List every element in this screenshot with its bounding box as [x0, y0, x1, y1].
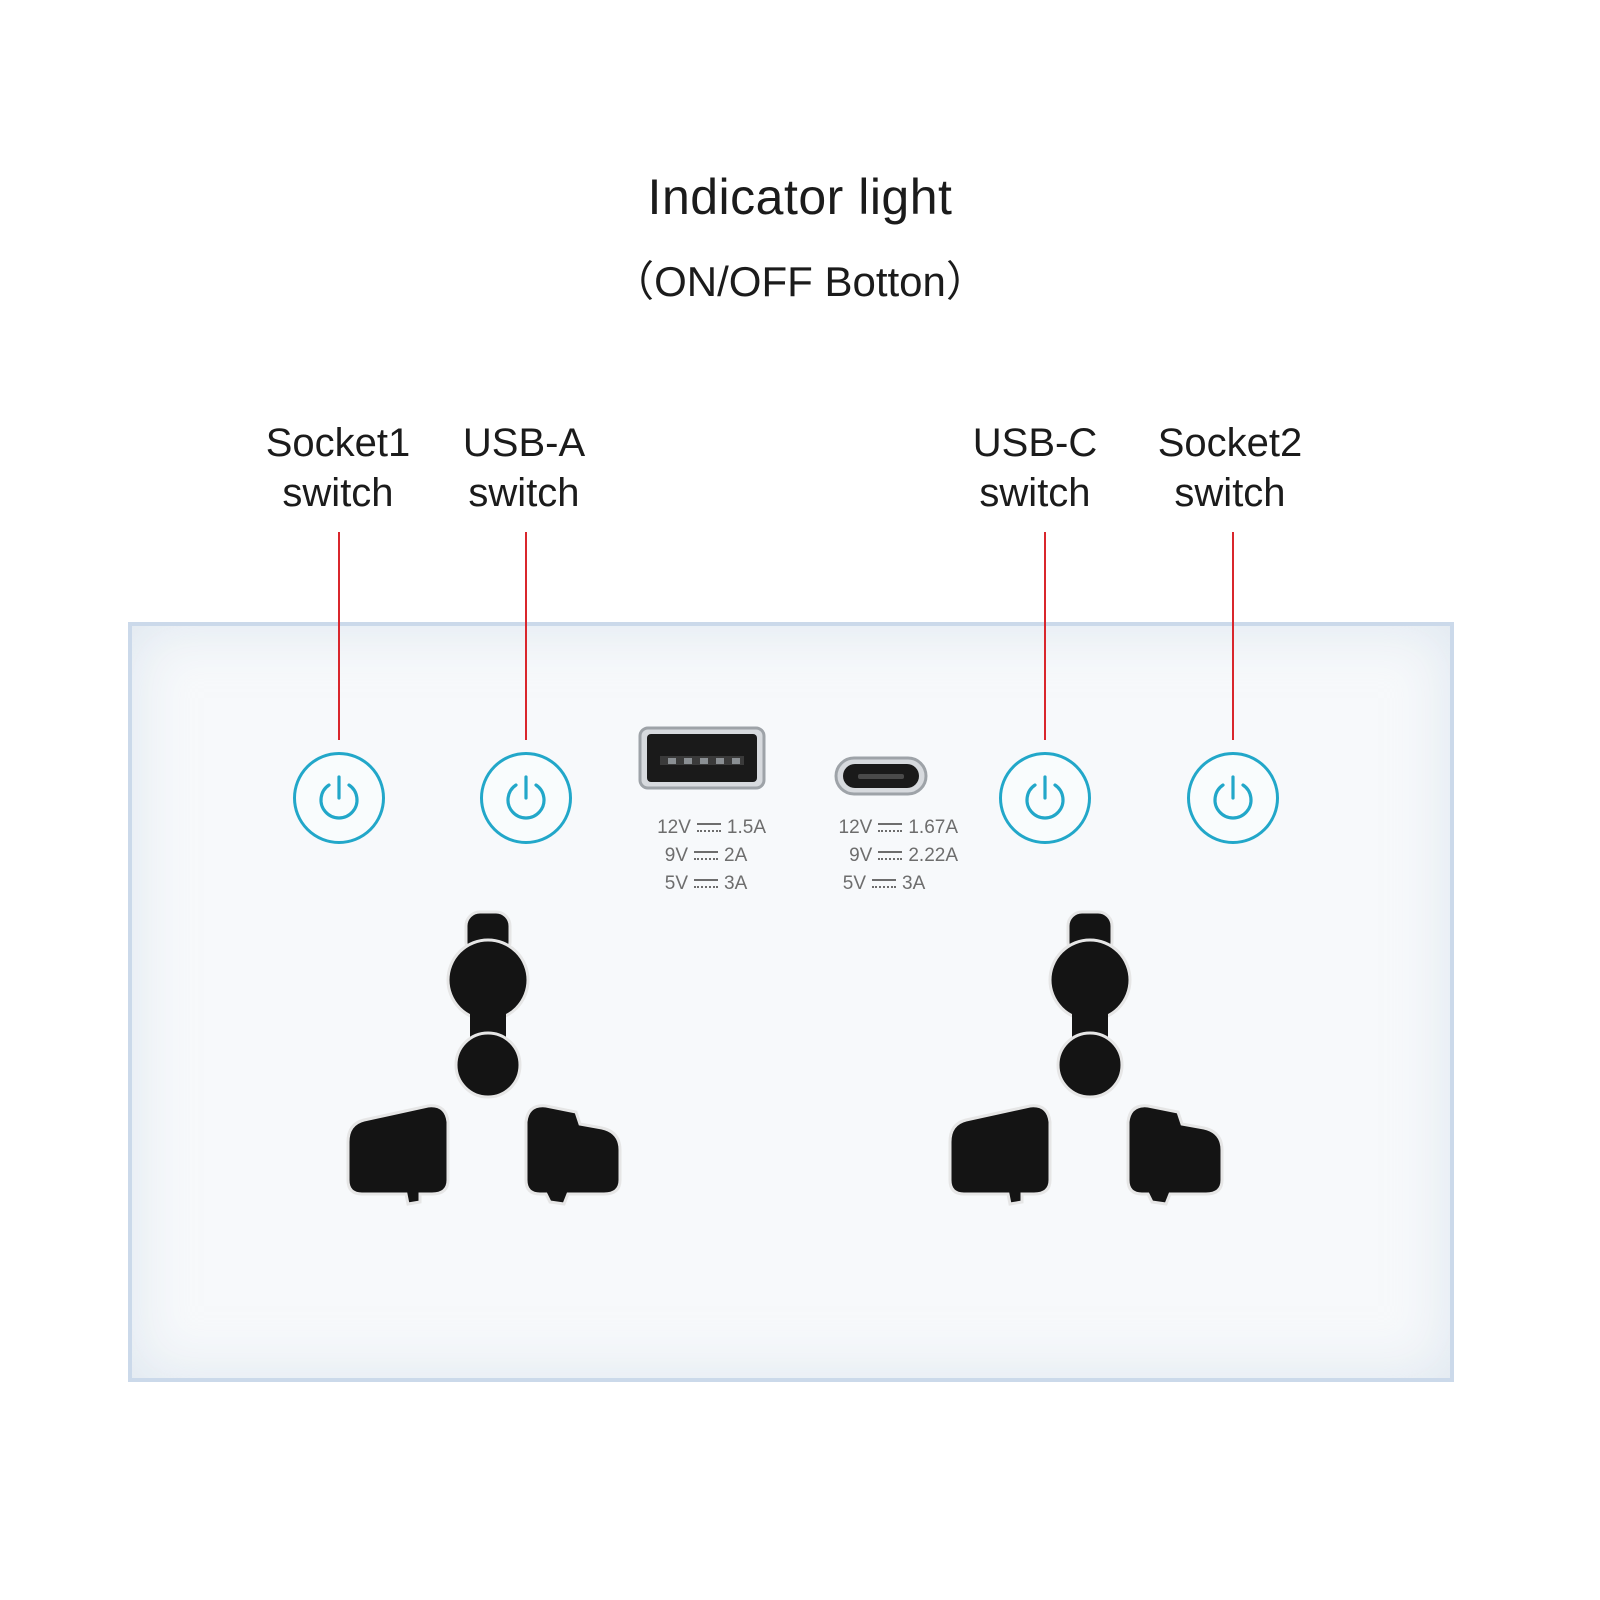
callout-label-line2: switch [468, 471, 580, 515]
callout-label-line2: switch [979, 471, 1091, 515]
callout-usb-c-switch: USB-C switch [935, 418, 1135, 518]
leader-line-socket1 [338, 532, 340, 740]
leader-line-usb-a [525, 532, 527, 740]
callout-socket2-switch: Socket2 switch [1130, 418, 1330, 518]
usb-c-switch-button[interactable] [999, 752, 1091, 844]
socket-live-hole [948, 1104, 1052, 1206]
socket1-switch-button[interactable] [293, 752, 385, 844]
power-icon [506, 775, 546, 820]
socket-earth-hole [1048, 910, 1132, 1099]
socket2-outlet[interactable] [942, 910, 1242, 1230]
wall-plate-panel [128, 622, 1454, 1382]
socket-earth-hole [446, 910, 530, 1099]
socket-neutral-hole [1126, 1104, 1224, 1206]
callout-label-line2: switch [282, 471, 394, 515]
indicator-light-title: Indicator light [647, 169, 953, 225]
power-icon [1213, 775, 1253, 820]
socket1-outlet[interactable] [340, 910, 640, 1230]
usb-c-port[interactable] [834, 756, 928, 796]
callout-socket1-switch: Socket1 switch [238, 418, 438, 518]
leader-line-usb-c [1044, 532, 1046, 740]
socket2-switch-button[interactable] [1187, 752, 1279, 844]
socket-neutral-hole [524, 1104, 622, 1206]
callout-label-line2: switch [1174, 471, 1286, 515]
power-icon [1025, 775, 1065, 820]
usb-a-switch-button[interactable] [480, 752, 572, 844]
power-icon [319, 775, 359, 820]
callout-label-line1: Socket2 [1157, 421, 1303, 465]
callout-label-line1: USB-C [972, 421, 1098, 465]
callout-label-line1: USB-A [462, 421, 586, 465]
leader-line-socket2 [1232, 532, 1234, 740]
socket-live-hole [346, 1104, 450, 1206]
on-off-button-subtitle: （ON/OFF Botton） [612, 258, 988, 305]
usb-a-port[interactable] [638, 726, 766, 790]
callout-usb-a-switch: USB-A switch [424, 418, 624, 518]
callout-label-line1: Socket1 [265, 421, 411, 465]
